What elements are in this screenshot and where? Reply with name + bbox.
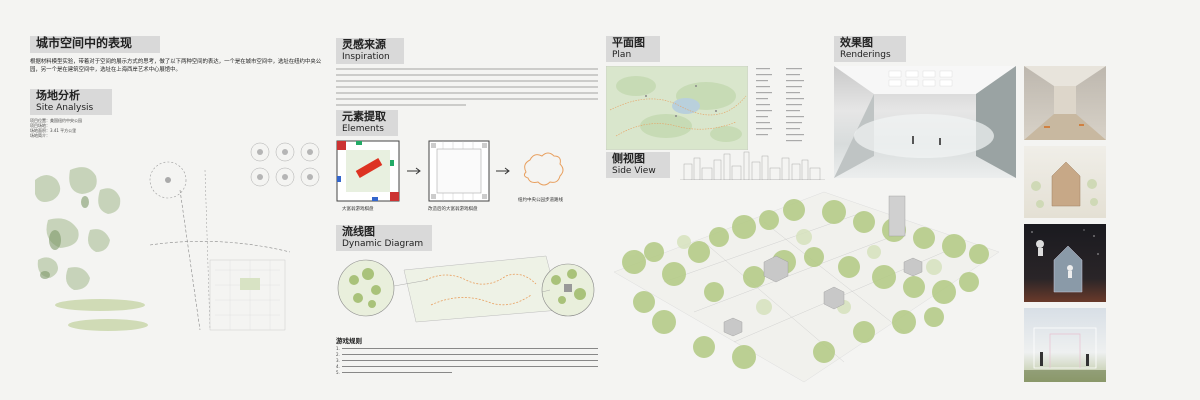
intro-paragraph: 根据材料模型实验，带着对于空间的展示方式的思考，做了以下两种空间的表达，一个是在… — [30, 59, 322, 73]
elements-title-en: Elements — [342, 123, 384, 134]
inspiration-header: 灵感来源 Inspiration — [336, 38, 404, 64]
dynamic-title-en: Dynamic Diagram — [342, 238, 424, 249]
site-analysis-map — [35, 142, 320, 331]
site-note-area: 场地面积： — [30, 128, 50, 133]
rendering-thumb-glasshouse-art — [1024, 327, 1106, 382]
plan-title-en: Plan — [612, 49, 632, 60]
renderings-title-zh: 效果图 — [840, 36, 873, 49]
rule-5-number: 5. — [336, 369, 340, 375]
site-analysis-title-en: Site Analysis — [36, 102, 94, 113]
renderings-header: 效果图 Renderings — [834, 36, 906, 62]
rendering-thumb-glasshouse — [1024, 308, 1106, 382]
side-view-header: 侧视图 Side View — [606, 152, 670, 178]
inspiration-title-en: Inspiration — [342, 51, 390, 62]
site-analysis-header: 场地分析 Site Analysis — [30, 89, 112, 115]
plan-map — [606, 66, 748, 150]
main-title: 城市空间中的表现 — [36, 36, 133, 50]
rendering-thumb-house — [1024, 146, 1106, 218]
rendering-main-hall — [834, 66, 1016, 178]
rendering-thumb-corridor — [1024, 66, 1106, 140]
rendering-thumb-space-art — [1031, 229, 1099, 293]
arrow-2 — [496, 167, 510, 175]
rendering-thumb-corridor-art — [1024, 66, 1106, 140]
dynamic-diagram-graphic — [337, 255, 595, 323]
site-area-value: 3.41 平方公里 — [50, 128, 77, 133]
rule-2-number: 2. — [336, 351, 340, 357]
elements-header: 元素提取 Elements — [336, 110, 398, 136]
main-title-header: 城市空间中的表现 — [30, 36, 160, 53]
plan-legend — [756, 68, 804, 142]
rule-4-number: 4. — [336, 363, 340, 369]
side-title-zh: 侧视图 — [612, 152, 645, 165]
inspiration-title-zh: 灵感来源 — [342, 38, 386, 51]
modified-board-image — [428, 140, 490, 202]
dynamic-title-zh: 流线图 — [342, 225, 375, 238]
rendering-thumb-space — [1024, 224, 1106, 302]
game-rules-title: 游戏规则 — [336, 337, 362, 345]
rule-3-number: 3. — [336, 357, 340, 363]
site-note-place: 项目场地： — [30, 123, 50, 128]
side-view-skyline — [680, 151, 825, 180]
modified-board-caption: 改造后的大富翁游戏棋盘 — [428, 207, 478, 212]
plan-header: 平面图 Plan — [606, 36, 660, 62]
monopoly-caption: 大富翁游戏棋盘 — [342, 207, 374, 212]
rendering-main-hall-art — [834, 66, 1016, 178]
monopoly-board-image — [336, 140, 400, 202]
plan-title-zh: 平面图 — [612, 36, 645, 49]
park-route-caption: 纽约中央公园步道路线 — [518, 198, 563, 203]
park-route-outline — [523, 152, 564, 186]
rule-1-number: 1. — [336, 345, 340, 351]
site-note-location: 项目位置： — [30, 118, 50, 123]
renderings-title-en: Renderings — [840, 49, 891, 60]
rendering-thumb-house-art — [1031, 161, 1098, 208]
elements-title-zh: 元素提取 — [342, 110, 386, 123]
axonometric-forest-view — [613, 191, 1000, 383]
site-note-intro: 场地简介： — [30, 133, 50, 138]
inspiration-text-block — [336, 68, 598, 106]
site-analysis-title-zh: 场地分析 — [36, 89, 80, 102]
site-location-value: 美国纽约中央公园 — [50, 118, 82, 123]
dynamic-diagram-header: 流线图 Dynamic Diagram — [336, 225, 432, 251]
site-notes: 项目位置：美国纽约中央公园 项目场地： 场地面积：3.41 平方公里 场地简介： — [30, 118, 320, 138]
side-title-en: Side View — [612, 165, 656, 176]
arrow-1 — [407, 167, 421, 175]
game-rules-list: 1. 2. 3. 4. 5. — [336, 345, 598, 375]
